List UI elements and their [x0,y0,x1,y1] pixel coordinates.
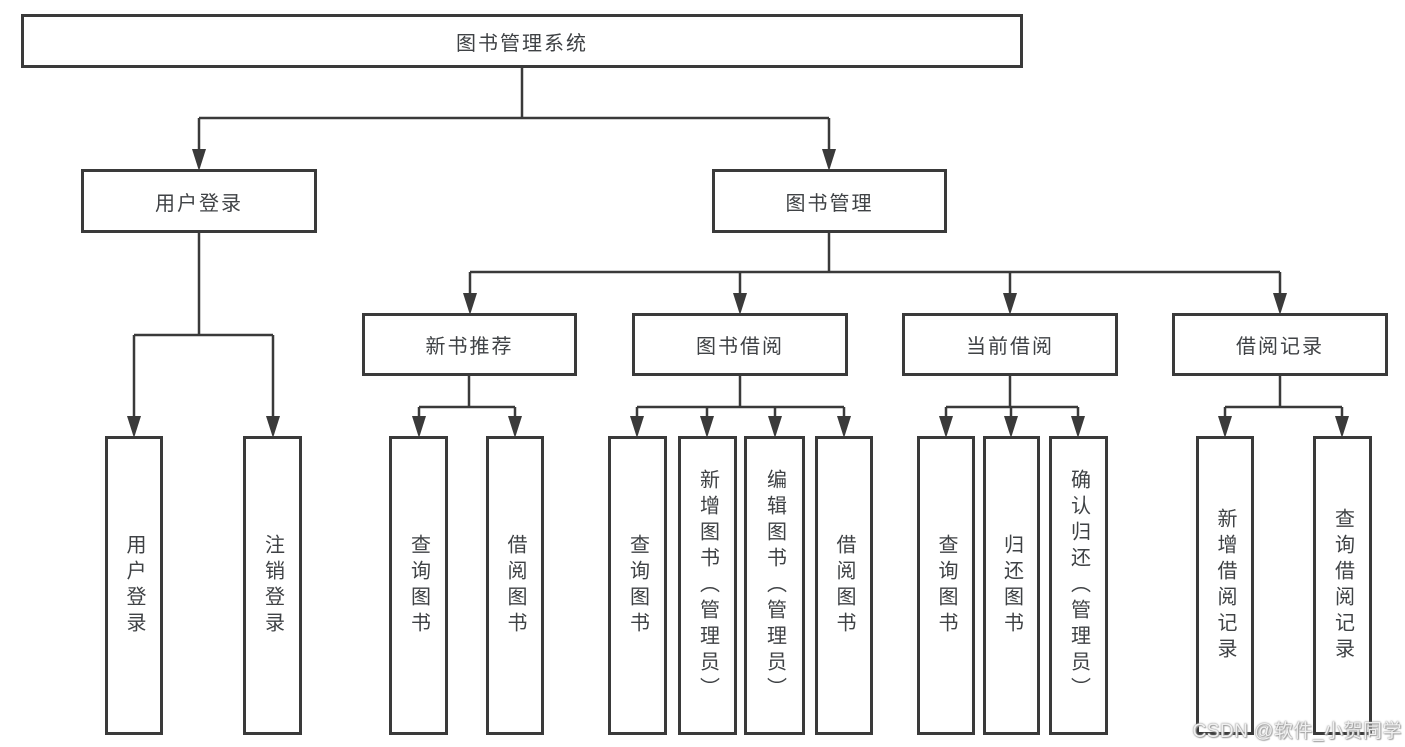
leaf-records-query-record-label: 查询借阅记录 [1331,507,1354,664]
leaf-current-confirm-return-admin: 确认归还（管理员） [1049,436,1108,735]
node-user-login: 用户登录 [81,169,317,233]
leaf-records-query-record: 查询借阅记录 [1313,436,1372,735]
leaf-current-query-books: 查询图书 [917,436,975,735]
leaf-records-add-record-label: 新增借阅记录 [1214,507,1236,664]
node-book-management: 图书管理 [712,169,947,233]
leaf-rec-query-books: 查询图书 [389,436,448,735]
leaf-user-login-label: 用户登录 [123,533,145,638]
node-new-book-recommend: 新书推荐 [362,313,577,376]
leaf-borrow-borrow-books-label: 借阅图书 [833,533,855,638]
leaf-logout-label: 注销登录 [261,533,284,638]
leaf-rec-query-books-label: 查询图书 [407,533,430,638]
leaf-borrow-edit-books-admin: 编辑图书（管理员） [744,436,805,735]
leaf-borrow-add-books-admin-label: 新增图书（管理员） [696,468,719,703]
leaf-borrow-query-books-label: 查询图书 [626,533,649,638]
leaf-borrow-add-books-admin: 新增图书（管理员） [678,436,737,735]
csdn-watermark: CSDN @软件_小贺同学 [1192,721,1402,742]
leaf-logout: 注销登录 [243,436,302,735]
leaf-borrow-query-books: 查询图书 [608,436,667,735]
leaf-current-return-books: 归还图书 [983,436,1040,735]
leaf-current-return-books-label: 归还图书 [1000,533,1023,638]
leaf-rec-borrow-books-label: 借阅图书 [504,533,526,638]
node-book-borrowing: 图书借阅 [632,313,848,376]
node-borrowing-records: 借阅记录 [1172,313,1388,376]
leaf-borrow-borrow-books: 借阅图书 [815,436,873,735]
node-current-borrowing: 当前借阅 [902,313,1118,376]
leaf-records-add-record: 新增借阅记录 [1196,436,1254,735]
leaf-rec-borrow-books: 借阅图书 [486,436,544,735]
leaf-borrow-edit-books-admin-label: 编辑图书（管理员） [763,468,786,703]
leaf-current-confirm-return-admin-label: 确认归还（管理员） [1067,468,1090,703]
leaf-user-login: 用户登录 [105,436,163,735]
leaf-current-query-books-label: 查询图书 [935,533,957,638]
node-library-management-system: 图书管理系统 [21,14,1023,68]
